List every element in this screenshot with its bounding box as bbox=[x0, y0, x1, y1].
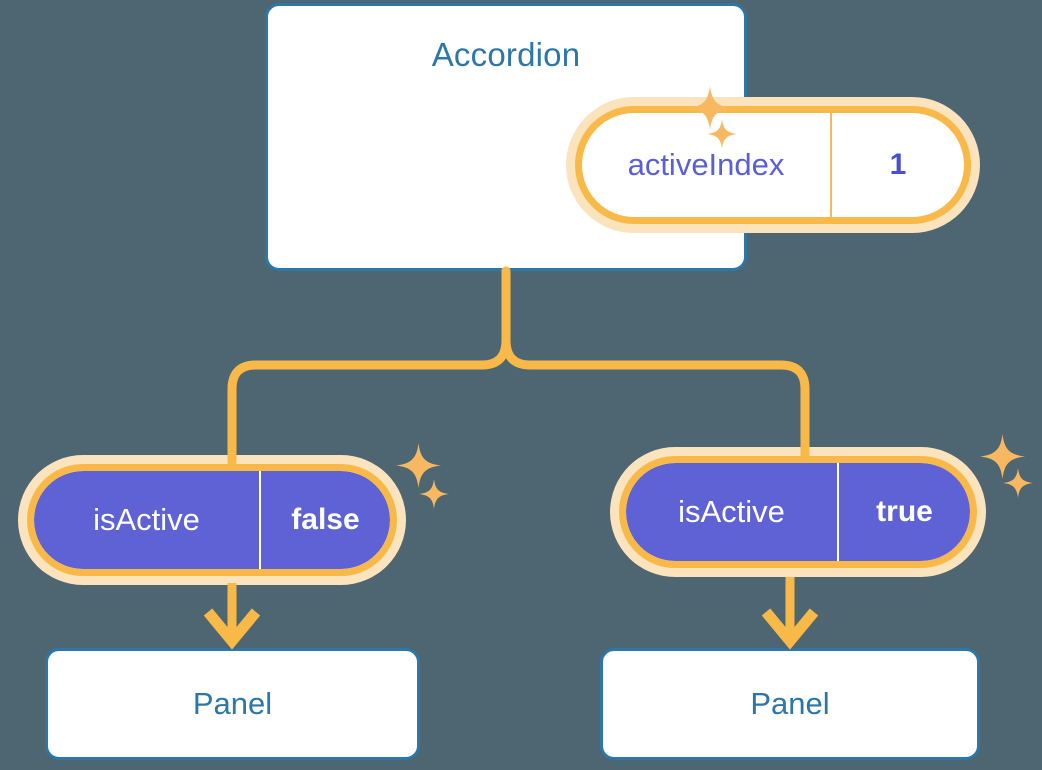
state-value-label: 1 bbox=[889, 148, 907, 181]
component-title: Panel bbox=[750, 686, 830, 721]
state-pill-is-active-false[interactable]: isActive false bbox=[18, 455, 406, 585]
component-title: Panel bbox=[192, 686, 273, 721]
branch-left-path bbox=[227, 266, 511, 467]
state-value-label: true bbox=[876, 495, 933, 528]
component-card-panel-right[interactable]: Panel bbox=[600, 648, 980, 760]
arrow-down-icon bbox=[203, 583, 261, 650]
sparkle-icon bbox=[980, 434, 1033, 498]
state-pill-ring: isActive false bbox=[27, 464, 397, 576]
state-pill-inner: isActive true bbox=[626, 463, 970, 561]
state-pill-inner: activeIndex 1 bbox=[582, 113, 964, 217]
arrow-down-icon bbox=[761, 577, 819, 650]
branch-right-path bbox=[501, 266, 810, 460]
state-key-label: isActive bbox=[626, 463, 839, 561]
state-value-label: false bbox=[291, 503, 360, 536]
component-card-accordion[interactable]: Accordion activeIndex 1 bbox=[265, 3, 980, 271]
state-key-label: activeIndex bbox=[582, 113, 832, 217]
state-pill-ring: activeIndex 1 bbox=[575, 106, 971, 224]
component-title: Accordion bbox=[431, 36, 581, 73]
component-card-panel-left[interactable]: Panel bbox=[45, 648, 420, 760]
sparkle-icon bbox=[396, 443, 449, 509]
state-pill-ring: isActive true bbox=[619, 456, 977, 568]
state-pill-is-active-true[interactable]: isActive true bbox=[610, 447, 986, 577]
state-pill-inner: isActive false bbox=[34, 471, 390, 569]
state-key-label: isActive bbox=[34, 471, 261, 569]
state-pill-active-index[interactable]: activeIndex 1 bbox=[566, 97, 980, 233]
